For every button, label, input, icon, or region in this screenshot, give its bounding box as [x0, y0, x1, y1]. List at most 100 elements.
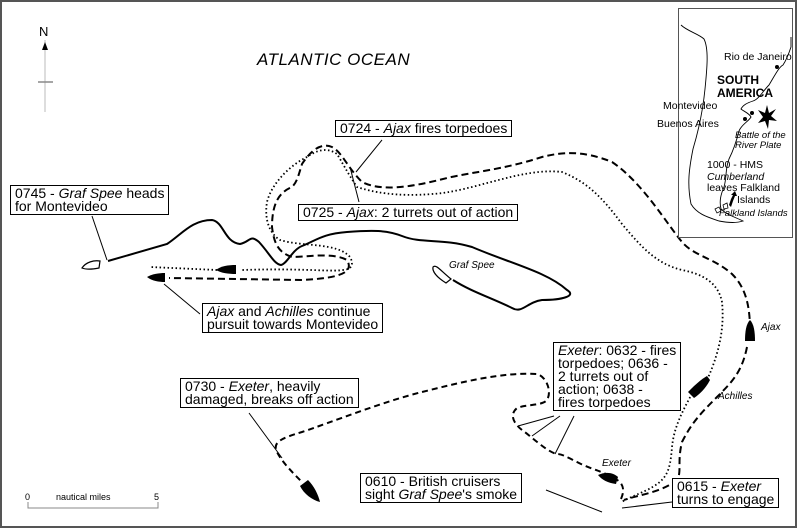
leader-0724	[355, 139, 383, 173]
ship-name: Achilles	[265, 303, 314, 319]
cumberland-line: leaves Falkland	[707, 182, 780, 194]
city-label-buenos-aires: Buenos Aires	[657, 118, 719, 130]
scale-bar	[27, 502, 159, 509]
leader-0730	[248, 412, 283, 459]
ajax-ship-icon	[147, 273, 165, 282]
city-label-montevideo: Montevideo	[663, 100, 718, 112]
cumberland-arrow-icon	[729, 191, 737, 207]
scale-unit: nautical miles	[56, 492, 111, 502]
cumberland-line: 1000 - HMS	[707, 159, 764, 171]
callout-text: fires torpedoes	[558, 394, 651, 410]
ship-name: Graf Spee	[58, 185, 123, 201]
callout-text: torpedoes; 0636 -	[558, 355, 668, 371]
callout-time: 0615	[677, 478, 709, 494]
achilles-ship-icon	[688, 376, 710, 398]
exeter-ship-icon	[598, 472, 618, 484]
leader-exeter-3	[554, 415, 575, 455]
ship-label-ajax: Ajax	[761, 322, 781, 333]
callout-text: 's smoke	[462, 486, 518, 502]
callout-0745: 0745 - Graf Spee heads for Montevideo	[10, 185, 170, 215]
callout-0610: 0610 - British cruisers sight Graf Spee'…	[360, 473, 523, 503]
inset-map: Rio de Janeiro SOUTH AMERICA Montevideo …	[657, 8, 793, 238]
graf-spee-ship-icon	[432, 265, 452, 284]
leader-0725	[349, 166, 360, 203]
ship-label-graf-spee: Graf Spee	[449, 260, 495, 271]
ship-name: Ajax	[207, 303, 235, 319]
callout-sep: -	[334, 204, 347, 220]
leader-exeter-2	[531, 415, 561, 437]
city-dot-montevideo	[750, 111, 754, 115]
callout-text: and	[234, 303, 266, 319]
callout-text: : 2 turrets out of action	[373, 204, 514, 220]
ajax-track-south	[623, 346, 748, 501]
battle-label-line: River Plate	[735, 140, 782, 151]
city-dot-rio	[775, 65, 779, 69]
battle-label: Battle of the River Plate	[735, 131, 786, 151]
city-label-rio: Rio de Janeiro	[724, 51, 792, 63]
callout-text: pursuit towards Montevideo	[207, 316, 379, 332]
cumberland-label: 1000 - HMS Cumberland leaves Falkland Is…	[707, 159, 780, 206]
north-label: N	[39, 24, 49, 39]
callout-exeter-torpedoes: Exeter: 0632 - fires torpedoes; 0636 - 2…	[553, 342, 682, 411]
callout-text: : 0632 - fires	[598, 342, 677, 358]
achilles-track-west	[149, 266, 218, 271]
callout-text: , heavily	[269, 378, 321, 394]
continent-label: SOUTH AMERICA	[717, 74, 773, 100]
cumberland-line: Islands	[737, 193, 771, 206]
callout-time: 0610	[365, 473, 397, 489]
callout-text: damaged, breaks off action	[185, 391, 354, 407]
callout-text: for Montevideo	[15, 198, 108, 214]
callout-pursuit: Ajax and Achilles continue pursuit towar…	[202, 303, 384, 333]
scale-start: 0	[25, 492, 31, 502]
callout-text: action; 0638 -	[558, 381, 643, 397]
ajax-track	[168, 144, 751, 331]
ajax-ship-icon	[745, 320, 755, 341]
north-arrow-icon	[42, 42, 48, 50]
leader-0745	[91, 215, 108, 261]
falkland-islands-shape	[714, 202, 729, 214]
inset-svg	[680, 24, 792, 223]
ship-name: Cumberland	[707, 170, 765, 183]
scale-end: 5	[154, 492, 160, 502]
callout-text: turns to engage	[677, 491, 775, 507]
callout-sep: -	[371, 120, 384, 136]
ship-name: Exeter	[558, 342, 599, 358]
ocean-label: ATLANTIC OCEAN	[257, 50, 411, 69]
continent-line: AMERICA	[717, 86, 773, 100]
callout-sep: -	[216, 378, 229, 394]
exeter-ship-icon	[300, 480, 320, 502]
exeter-track	[274, 372, 625, 500]
callout-sep: -	[46, 185, 59, 201]
callout-text: 2 turrets out of	[558, 368, 649, 384]
callout-text: heads	[122, 185, 165, 201]
leader-exeter-1	[517, 415, 555, 427]
leader-pursuit	[163, 283, 201, 315]
graf-spee-track	[107, 218, 572, 311]
south-america-coastline	[680, 24, 792, 223]
battle-label-line: Battle of the	[735, 130, 786, 141]
callout-time: 0725	[303, 204, 335, 220]
callout-0725: 0725 - Ajax: 2 turrets out of action	[298, 204, 519, 221]
callout-time: 0745	[15, 185, 47, 201]
ship-name: Exeter	[720, 478, 762, 494]
ship-name: Exeter	[228, 378, 270, 394]
callout-sep: -	[396, 473, 409, 489]
achilles-track-south	[621, 389, 695, 503]
graf-spee-ship-icon	[81, 260, 101, 270]
continent-line: SOUTH	[717, 73, 759, 87]
callout-0724: 0724 - Ajax fires torpedoes	[335, 120, 513, 137]
ship-label-exeter: Exeter	[602, 458, 631, 469]
city-dot-buenos-aires	[743, 117, 747, 121]
achilles-ship-icon	[216, 265, 236, 274]
callout-sep: -	[708, 478, 721, 494]
callout-text: fires torpedoes	[410, 120, 508, 136]
callout-0615: 0615 - Exeter turns to engage	[672, 478, 780, 508]
callout-leaders	[91, 139, 673, 513]
achilles-track	[241, 149, 724, 381]
callout-time: 0730	[185, 378, 217, 394]
leader-0610	[545, 489, 603, 513]
callout-text: British cruisers	[408, 473, 501, 489]
callout-text: sight	[365, 486, 399, 502]
